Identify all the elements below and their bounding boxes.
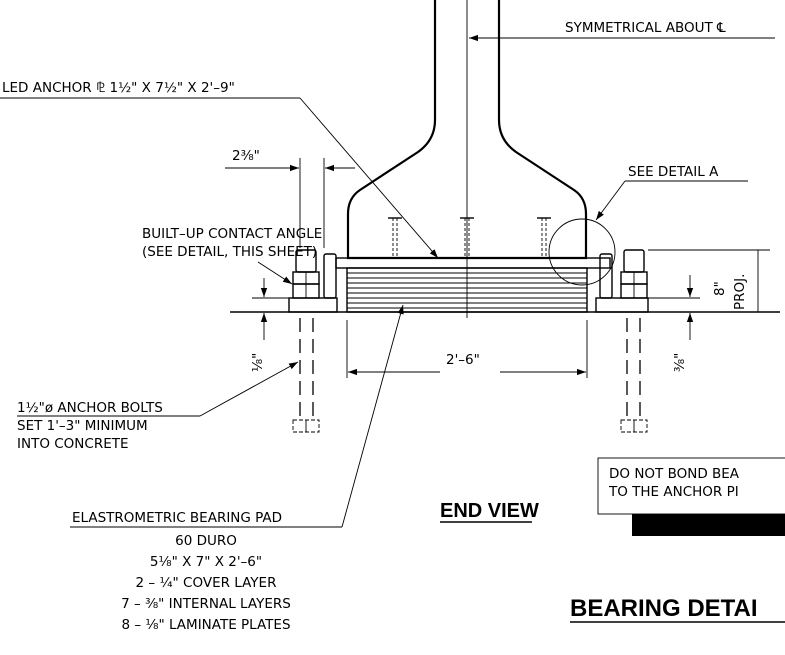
- anchor-bolts-label-2: SET 1'–3" MINIMUM: [17, 418, 148, 434]
- dim-2-6-label: 2'–6": [446, 352, 480, 368]
- shear-studs: [388, 217, 551, 256]
- bearing-detail-title: BEARING DETAI: [570, 595, 758, 622]
- pad-internal: 7 – ⅜" INTERNAL LAYERS: [121, 596, 291, 612]
- anchor-bolts-label-1: 1½"ø ANCHOR BOLTS: [17, 400, 163, 416]
- see-detail-a-leader: [595, 180, 626, 221]
- pad-title: ELASTROMETRIC BEARING PAD: [72, 510, 282, 526]
- dim-3-8-label: ⅜": [672, 353, 688, 372]
- dim-1-8-label: ⅛": [250, 353, 266, 372]
- pad-size: 5⅛" X 7" X 2'–6": [150, 554, 262, 570]
- note-line-2: TO THE ANCHOR PI: [608, 484, 739, 500]
- contact-angle-leader: [257, 261, 293, 285]
- anchor-plate-leader: [299, 97, 439, 259]
- pad-plates: 8 – ⅛" LAMINATE PLATES: [121, 617, 290, 633]
- dim-2-6: [346, 320, 588, 378]
- dim-2-3-8-label: 2⅜": [232, 148, 260, 164]
- dim-8-proj-text: PROJ.: [732, 274, 748, 310]
- symmetrical-label: SYMMETRICAL ABOUT ℄: [565, 20, 726, 36]
- end-view-title: END VIEW: [440, 500, 539, 522]
- pad-leader: [341, 304, 404, 528]
- anchor-bolts-leader: [199, 361, 299, 417]
- dim-3-8: [648, 275, 700, 340]
- anchor-bolts: [292, 318, 648, 433]
- left-contact-angle: [288, 249, 338, 313]
- pad-duro: 60 DURO: [175, 533, 237, 549]
- dim-8-proj-value: 8": [712, 281, 728, 296]
- note-line-1: DO NOT BOND BEA: [609, 466, 740, 482]
- anchor-plate-label: LED ANCHOR ⅊ 1½" X 7½" X 2'–9": [2, 80, 235, 96]
- dim-2-3-8: [225, 158, 355, 248]
- pad-cover: 2 – ¼" COVER LAYER: [136, 575, 277, 591]
- dim-8-proj: [648, 249, 770, 313]
- dim-1-8: [252, 278, 289, 340]
- contact-angle-label-1: BUILT–UP CONTACT ANGLE: [142, 226, 322, 242]
- anchor-plate: [335, 257, 611, 269]
- see-detail-a-label: SEE DETAIL A: [628, 164, 719, 180]
- anchor-bolts-label-3: INTO CONCRETE: [17, 436, 129, 452]
- detail-a-circle: [548, 218, 616, 286]
- right-contact-angle: [595, 249, 649, 313]
- contact-angle-label-2: (SEE DETAIL, THIS SHEET): [142, 244, 317, 260]
- note-box-shadow: [632, 514, 785, 536]
